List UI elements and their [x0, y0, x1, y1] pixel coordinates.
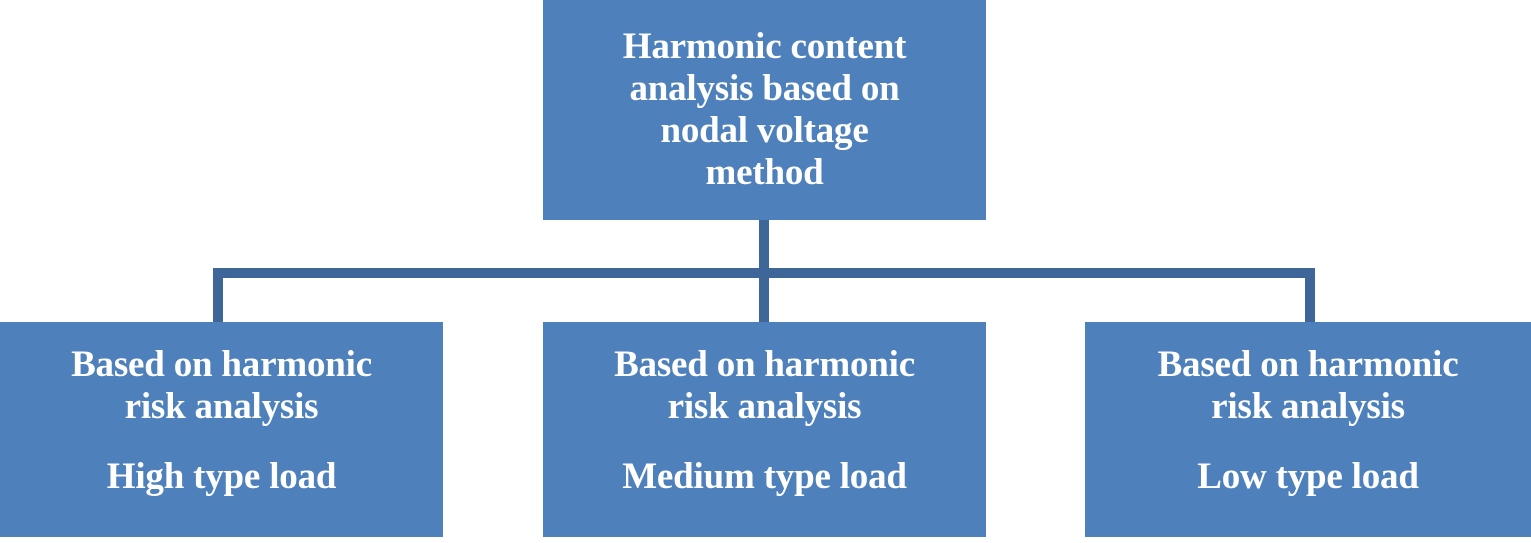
- node-root-line-4: method: [705, 152, 824, 194]
- node-child-low-type-load[interactable]: Based on harmonic risk analysis Low type…: [1085, 322, 1531, 537]
- node-root-line-3: nodal voltage: [660, 110, 869, 151]
- node-low-head-line-1: Based on harmonic: [1157, 344, 1459, 385]
- connector-horizontal-bus: [213, 268, 1315, 278]
- node-medium-sub-label: Medium type load: [622, 456, 907, 498]
- node-high-sub-label: High type load: [106, 456, 337, 498]
- node-child-medium-type-load[interactable]: Based on harmonic risk analysis Medium t…: [543, 322, 986, 537]
- node-root-harmonic-content-analysis[interactable]: Harmonic content analysis based on nodal…: [543, 0, 986, 220]
- node-child-high-type-load[interactable]: Based on harmonic risk analysis High typ…: [0, 322, 443, 537]
- node-high-head-line-2: risk analysis: [124, 386, 319, 428]
- node-high-head-line-1: Based on harmonic: [71, 344, 372, 385]
- node-medium-head-line-2: risk analysis: [667, 386, 862, 428]
- node-low-sub-label: Low type load: [1197, 456, 1419, 498]
- node-root-line-1: Harmonic content: [622, 25, 907, 67]
- node-low-head-line-2: risk analysis: [1211, 386, 1405, 428]
- node-medium-head-line-1: Based on harmonic: [614, 344, 915, 385]
- node-root-line-2: analysis based on: [629, 67, 900, 109]
- connector-drop-right: [1305, 268, 1315, 322]
- connector-drop-left: [213, 268, 223, 322]
